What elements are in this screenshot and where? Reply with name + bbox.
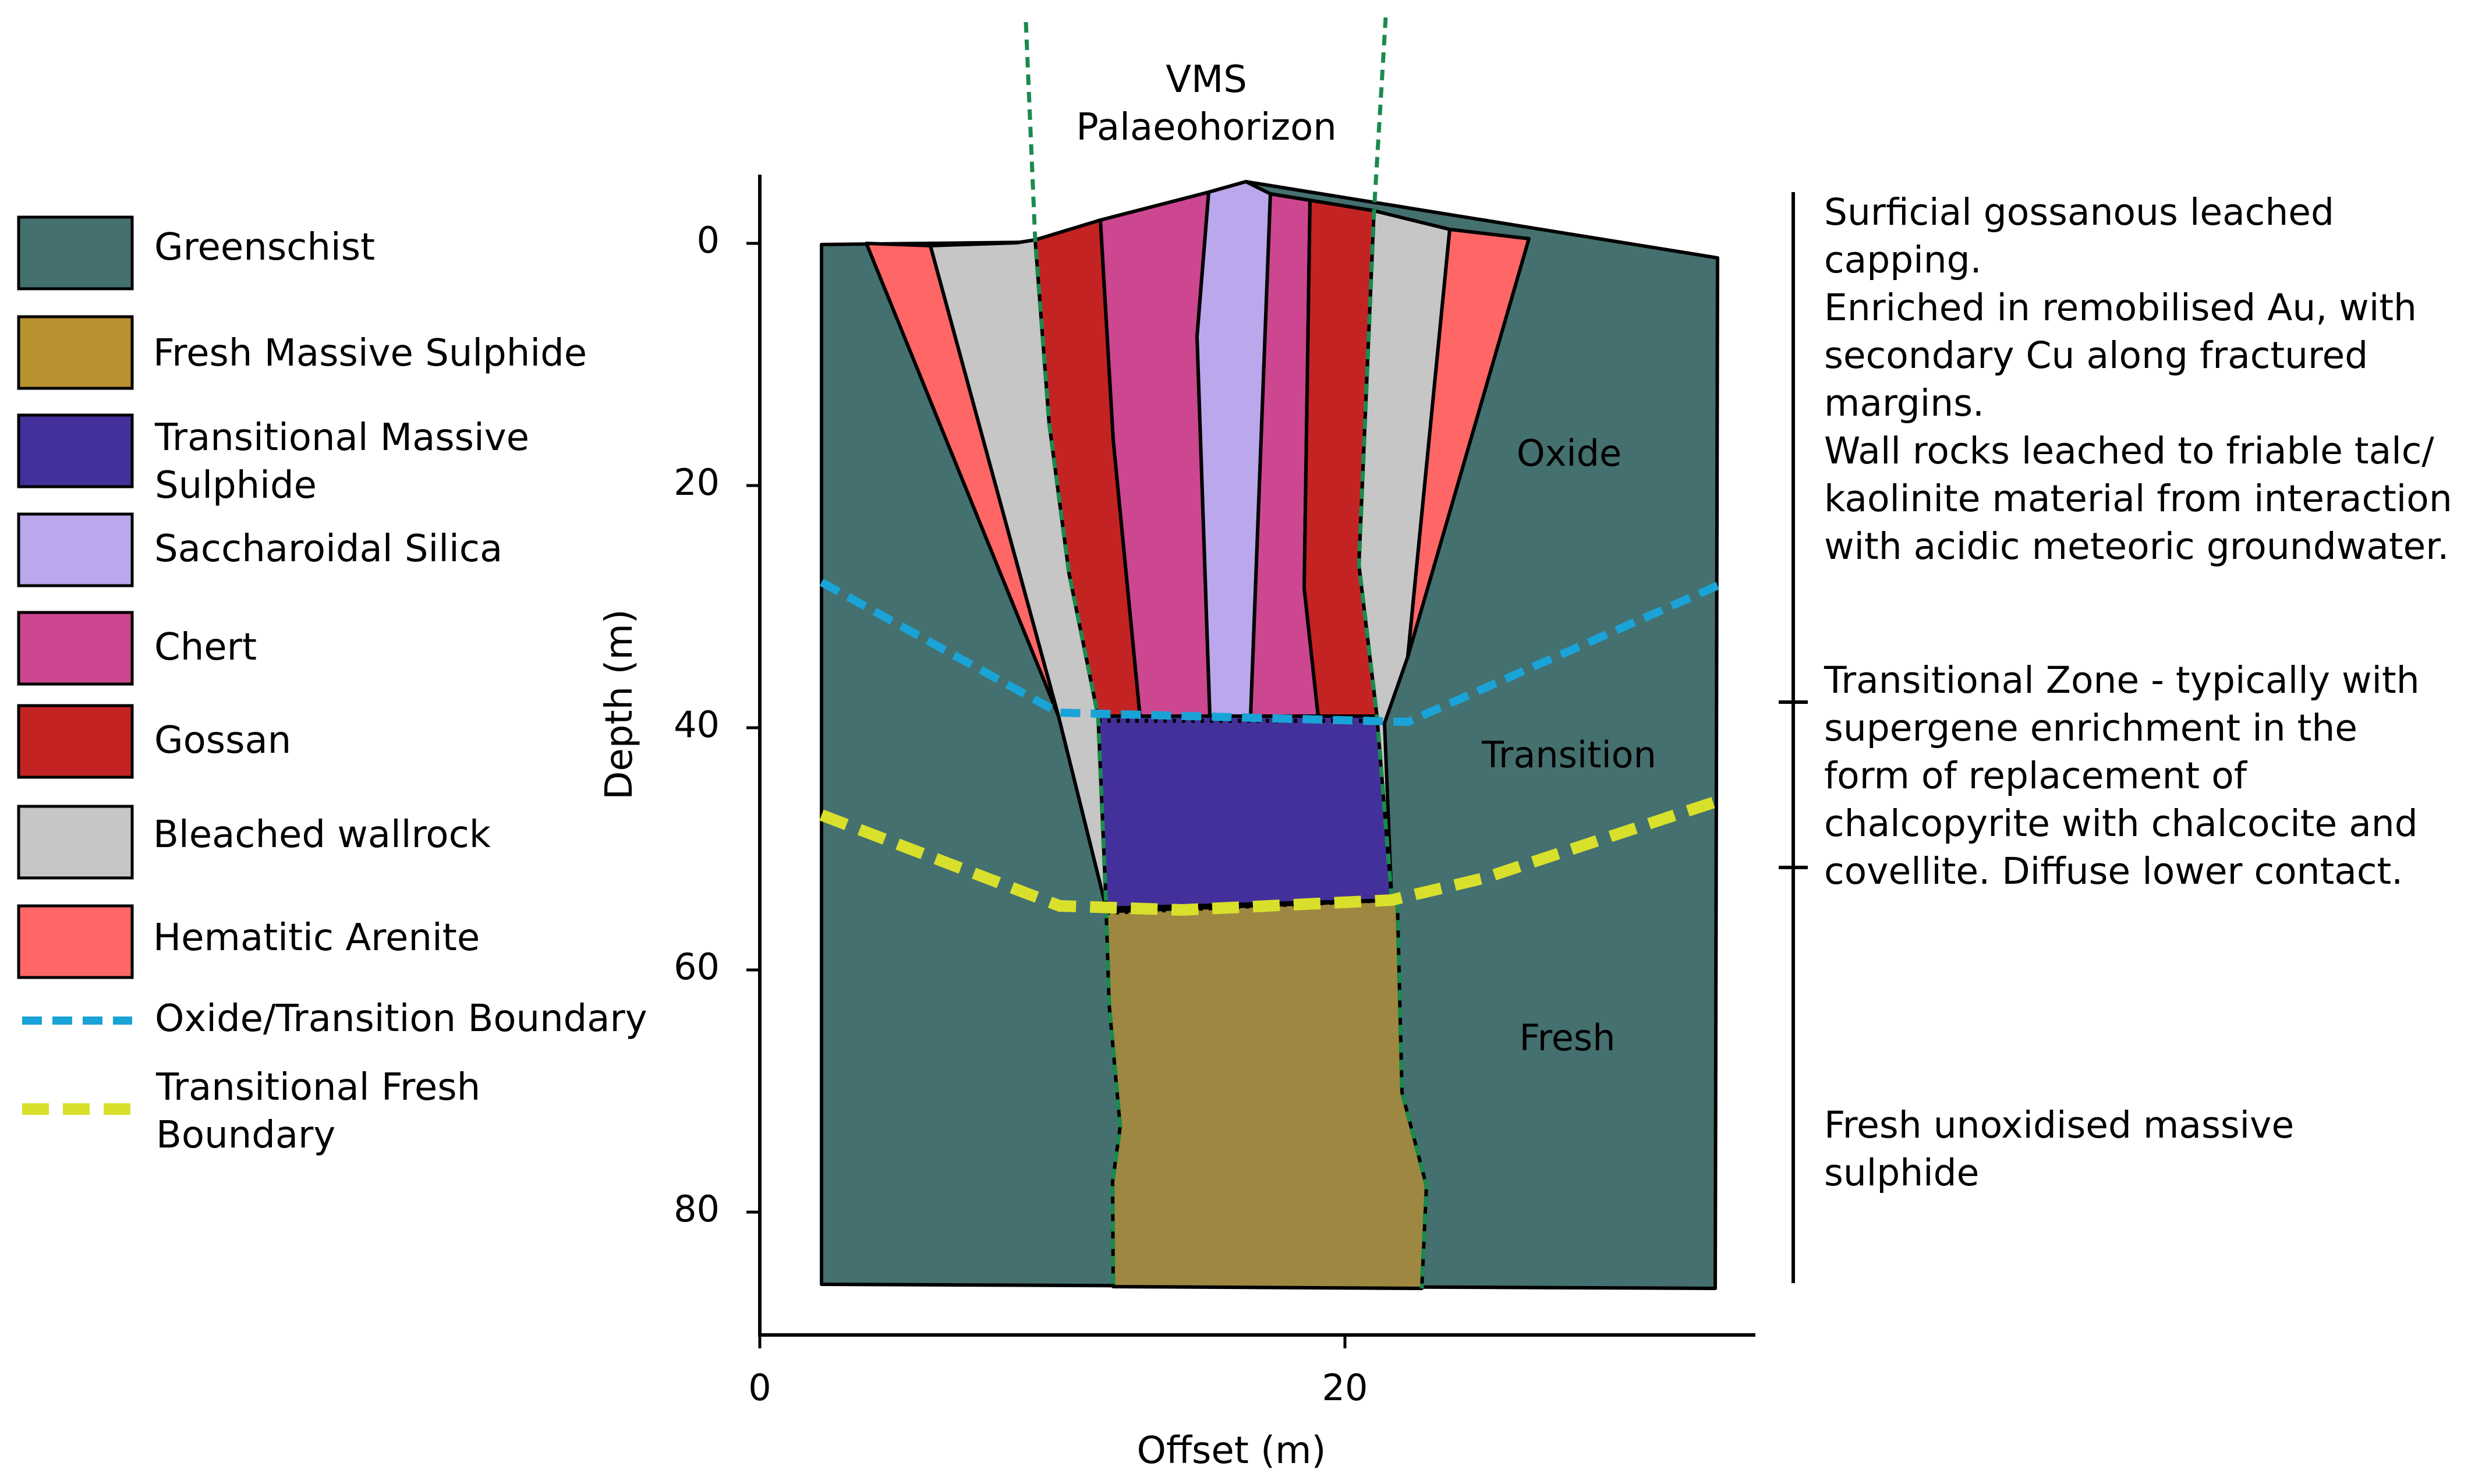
zone-bracket [1779,192,1808,1283]
legend-label-greenschist: Greenschist [154,226,375,269]
hematitic-arenite-right [1406,228,1531,658]
legend-item-transitional-massive-sulphide: Transitional Massive Sulphide [17,413,529,507]
y-tick-label-80: 80 [674,1188,720,1230]
legend-swatch-bleached-wallrock [17,805,134,880]
transition-description-line: covellite. Diffuse lower contact. [1824,850,2403,892]
oxide-description-line: Enriched in remobilised Au, with [1824,286,2417,329]
legend-item-hematitic-arenite: Hematitic Arenite [17,904,480,979]
zone-label-oxide: Oxide [1517,432,1621,474]
oxide-description-line: capping. [1824,239,1982,281]
legend-item-fresh-massive-sulphide: Fresh Massive Sulphide [17,315,587,390]
legend-item-chert: Chert [17,611,257,686]
legend-swatch-saccharoidal-silica [17,512,134,587]
legend-swatch-chert [17,611,134,686]
legend-item-transitional-fresh-boundary: Transitional Fresh Boundary [22,1066,480,1157]
palaeohorizon-title-line2: Palaeohorizon [1076,106,1337,149]
y-tick-label-40: 40 [674,703,720,746]
legend-swatch-transitional-massive-sulphide [17,413,134,488]
zone-label-transition: Transition [1481,734,1656,776]
y-tick-label-0: 0 [697,219,720,261]
fresh-description-line: Fresh unoxidised massive [1824,1104,2294,1146]
fresh-description: Fresh unoxidised massive sulphide [1824,1104,2294,1194]
legend-swatch-fresh-massive-sulphide [17,315,134,390]
transitional-fresh-boundary [819,795,1720,916]
palaeohorizon-left [1024,22,1123,1287]
x-tick-label-0: 0 [748,1366,771,1409]
fresh-description-line: sulphide [1824,1152,1979,1194]
transition-description-line: Transitional Zone - typically with [1824,659,2420,702]
zone-label-fresh: Fresh [1519,1017,1615,1059]
transition-description-line: chalcopyrite with chalcocite and [1824,802,2418,845]
oxide-description-line: margins. [1824,382,1984,424]
oxide-description-line: secondary Cu along fractured [1824,334,2368,377]
legend-item-greenschist: Greenschist [17,215,375,291]
oxide-description: Surficial gossanous leached capping. Enr… [1824,191,2452,568]
oxide-transition-boundary [819,578,1719,727]
legend-label-gossan: Gossan [154,719,291,762]
legend-swatch-gossan [17,704,134,779]
oxide-description-line: with acidic meteoric groundwater. [1824,525,2449,568]
transition-description: Transitional Zone - typically with super… [1824,659,2420,892]
legend-label-fresh-massive-sulphide: Fresh Massive Sulphide [153,332,587,375]
oxide-description-line: kaolinite material from interaction [1824,477,2452,520]
transition-description-line: supergene enrichment in the [1824,707,2357,749]
x-tick-label-20: 20 [1322,1366,1368,1409]
legend-item-gossan: Gossan [17,704,291,779]
transitional-massive-sulphide [1096,714,1393,910]
legend-label-saccharoidal-silica: Saccharoidal Silica [154,527,502,571]
y-tick-label-20: 20 [674,461,720,504]
y-axis-title: Depth (m) [598,609,641,800]
x-axis-title: Offset (m) [1137,1429,1326,1472]
legend: Greenschist Fresh Massive Sulphide Trans… [17,215,647,1157]
legend-label-bleached-wallrock: Bleached wallrock [153,813,491,856]
legend-swatch-hematitic-arenite [17,904,134,979]
legend-label-oxide-transition-boundary: Oxide/Transition Boundary [155,997,647,1040]
cross-section [820,180,1719,1290]
legend-label-hematitic-arenite: Hematitic Arenite [153,916,480,959]
legend-label-chert: Chert [154,626,257,669]
oxide-description-line: Surficial gossanous leached [1824,191,2334,233]
legend-label-transitional-fresh-line2: Boundary [156,1114,335,1157]
y-tick-label-60: 60 [674,945,720,988]
legend-item-saccharoidal-silica: Saccharoidal Silica [17,512,502,587]
legend-item-oxide-transition-boundary: Oxide/Transition Boundary [22,997,647,1040]
palaeohorizon-title-line1: VMS [1166,58,1247,101]
legend-swatch-greenschist [17,215,134,291]
oxide-description-line: Wall rocks leached to friable talc/ [1824,430,2434,472]
axes: 0 20 40 60 80 0 20 Offset (m) Depth (m) [598,175,1755,1472]
transition-description-line: form of replacement of [1824,755,2248,797]
legend-label-transitional-massive: Transitional Massive [154,416,529,459]
legend-label-transitional-massive-line2: Sulphide [155,464,317,507]
legend-label-transitional-fresh: Transitional Fresh [155,1066,480,1109]
legend-item-bleached-wallrock: Bleached wallrock [17,805,491,880]
fresh-massive-sulphide [1104,898,1428,1290]
